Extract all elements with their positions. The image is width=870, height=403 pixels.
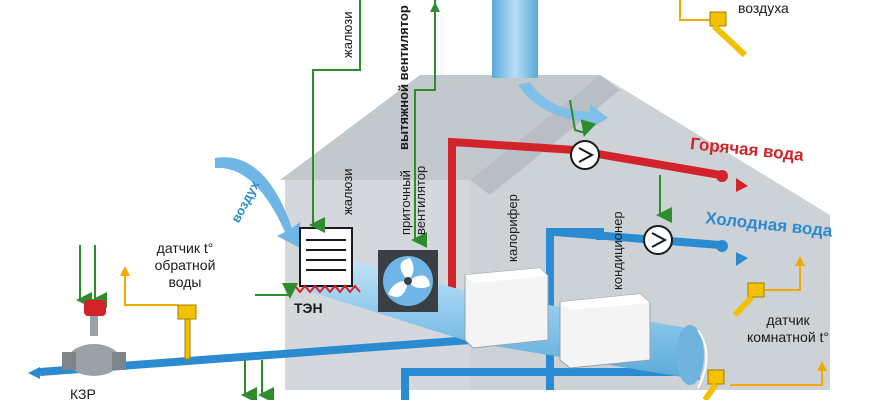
top-arrow-icon — [430, 2, 440, 12]
supply-fan-label: приточный вентилятор — [398, 165, 428, 235]
shutters-icon — [299, 227, 353, 287]
control-arrows — [76, 0, 672, 400]
hot-water-pipe — [448, 137, 721, 292]
air-top-right-label: воздуха — [738, 0, 789, 16]
pump-icon — [570, 140, 600, 170]
cold-pipe-arrow — [736, 252, 748, 266]
sensor-arrow — [120, 266, 130, 276]
sensor-arrow — [817, 361, 827, 371]
conditioner-box — [559, 293, 651, 369]
exhaust-flow-arrow — [518, 82, 608, 130]
sensor-icon — [732, 282, 765, 318]
shutters-top-label: жалюзи — [340, 11, 355, 58]
return-pipe-arrow — [28, 367, 40, 379]
valve-icon — [62, 300, 126, 376]
pump-icon — [643, 225, 673, 255]
sensor-arrow — [795, 256, 805, 266]
house-shade — [470, 75, 620, 195]
house-roof — [280, 75, 600, 180]
room-sensor-label: датчик комнатной t° — [746, 312, 830, 345]
cold-pipe-end — [716, 240, 728, 252]
hot-pipe-arrow — [736, 178, 748, 192]
exhaust-duct-top — [492, 0, 538, 78]
heating-element-icon — [289, 284, 361, 294]
conditioner-label: кондиционер — [610, 211, 625, 290]
heater-label: калорифер — [505, 194, 520, 262]
valve-label: КЗР — [70, 386, 96, 402]
shutters-label: жалюзи — [340, 168, 355, 215]
air-inlet-arrow — [215, 157, 300, 248]
sensor-icon — [709, 11, 748, 58]
sensor-icon — [702, 369, 725, 400]
ten-label: ТЭН — [294, 300, 323, 316]
sensor-icon — [177, 304, 197, 360]
hot-pipe-end — [716, 170, 728, 182]
sensor-wire — [124, 0, 823, 386]
heater-box — [464, 267, 549, 349]
return-water-sensor-label: датчик t° обратной воды — [154, 240, 216, 290]
fan-icon — [378, 250, 438, 312]
